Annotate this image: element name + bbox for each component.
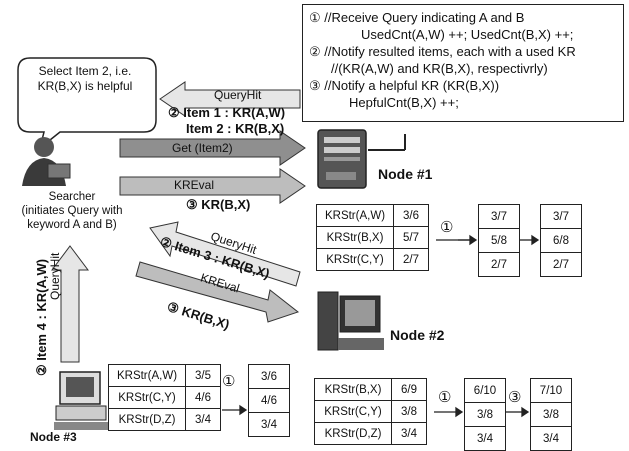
- node2-label: Node #2: [390, 327, 444, 343]
- node1-label: Node #1: [378, 166, 432, 182]
- table-cell: 6/10: [465, 379, 506, 403]
- node1-krstr-table: KRStr(A,W)3/6 KRStr(B,X)5/7 KRStr(C,Y)2/…: [316, 204, 429, 271]
- table-cell: 3/8: [392, 401, 427, 423]
- table-cell: 3/4: [392, 423, 427, 445]
- kreval-label-1: KREval: [174, 178, 214, 192]
- table-cell: 2/7: [394, 249, 429, 271]
- table-row: KRStr(D,Z)3/4: [109, 409, 221, 431]
- table-cell: KRStr(D,Z): [315, 423, 392, 445]
- table-cell: KRStr(A,W): [109, 365, 186, 387]
- table-cell: 6/9: [392, 379, 427, 401]
- table-cell: 4/6: [186, 387, 221, 409]
- table-cell: 3/8: [465, 403, 506, 427]
- queryhit-label-3: QueryHit: [48, 253, 62, 300]
- table-row: KRStr(C,Y)4/6: [109, 387, 221, 409]
- bubble-line-1: Select Item 2, i.e.: [20, 64, 150, 79]
- node3-arrows: [222, 406, 246, 414]
- table-cell: 2/7: [541, 253, 582, 277]
- searcher-line-3: keyword A and B): [2, 218, 142, 232]
- node1-after-step3-table: 3/7 6/8 2/7: [540, 204, 582, 277]
- table-cell: 3/4: [465, 427, 506, 451]
- bubble-line-2: KR(B,X) is helpful: [20, 79, 150, 94]
- table-cell: KRStr(B,X): [315, 379, 392, 401]
- node3-after-step1-table: 3/6 4/6 3/4: [248, 364, 290, 437]
- table-cell: 2/7: [479, 253, 520, 277]
- table-row: KRStr(B,X)5/7: [317, 227, 429, 249]
- table-cell: 6/8: [541, 229, 582, 253]
- item1-label: ② Item 1 : KR(A,W): [168, 105, 285, 121]
- table-row: KRStr(C,Y)2/7: [317, 249, 429, 271]
- krbx-label-1: ③ KR(B,X): [186, 197, 250, 213]
- table-cell: 3/6: [249, 365, 290, 389]
- table-row: KRStr(B,X)6/9: [315, 379, 427, 401]
- table-cell: KRStr(A,W): [317, 205, 394, 227]
- queryhit-label-1: QueryHit: [214, 88, 261, 102]
- table-cell: KRStr(C,Y): [109, 387, 186, 409]
- step1-marker-node2: ①: [438, 388, 451, 406]
- searcher-caption: Searcher (initiates Query with keyword A…: [2, 190, 142, 232]
- node3-label: Node #3: [30, 430, 77, 444]
- table-row: KRStr(A,W)3/6: [317, 205, 429, 227]
- item2-label: Item 2 : KR(B,X): [186, 121, 284, 136]
- node2-krstr-table: KRStr(B,X)6/9 KRStr(C,Y)3/8 KRStr(D,Z)3/…: [314, 378, 427, 445]
- searcher-icon: [22, 137, 70, 186]
- table-cell: 3/4: [186, 409, 221, 431]
- callout-line-1: ① //Receive Query indicating A and B: [309, 9, 617, 26]
- node2-after-step3-table: 7/10 3/8 3/4: [530, 378, 572, 451]
- table-cell: 3/7: [479, 205, 520, 229]
- step3-marker-node2: ③: [508, 388, 521, 406]
- protocol-callout: ① //Receive Query indicating A and B Use…: [302, 4, 624, 122]
- table-cell: 3/5: [186, 365, 221, 387]
- node3-krstr-table: KRStr(A,W)3/5 KRStr(C,Y)4/6 KRStr(D,Z)3/…: [108, 364, 221, 431]
- searcher-title: Searcher: [2, 190, 142, 204]
- callout-line-2: UsedCnt(A,W) ++; UsedCnt(B,X) ++;: [309, 26, 617, 43]
- node2-computer-icon: [318, 292, 384, 350]
- table-cell: 3/7: [541, 205, 582, 229]
- table-cell: 7/10: [531, 379, 572, 403]
- table-cell: 4/6: [249, 389, 290, 413]
- table-row: KRStr(C,Y)3/8: [315, 401, 427, 423]
- step1-marker-node3: ①: [222, 372, 235, 390]
- callout-line-6: HepfulCnt(B,X) ++;: [309, 94, 617, 111]
- callout-line-5: ③ //Notify a helpful KR (KR(B,X)): [309, 77, 617, 94]
- node1-computer-icon: [318, 130, 366, 188]
- table-cell: 3/4: [531, 427, 572, 451]
- get-label: Get (Item2): [172, 141, 233, 155]
- table-cell: 5/8: [479, 229, 520, 253]
- table-cell: 5/7: [394, 227, 429, 249]
- node3-computer-icon: [54, 372, 108, 430]
- table-cell: KRStr(C,Y): [317, 249, 394, 271]
- callout-line-3: ② //Notify resulted items, each with a u…: [309, 43, 617, 60]
- table-cell: KRStr(B,X): [317, 227, 394, 249]
- searcher-line-2: (initiates Query with: [2, 204, 142, 218]
- table-cell: 3/6: [394, 205, 429, 227]
- callout-line-4: //(KR(A,W) and KR(B,X), respectivrly): [309, 60, 617, 77]
- table-cell: KRStr(C,Y): [315, 401, 392, 423]
- table-row: KRStr(A,W)3/5: [109, 365, 221, 387]
- table-cell: 3/4: [249, 413, 290, 437]
- node2-after-step1-table: 6/10 3/8 3/4: [464, 378, 506, 451]
- item4-label: ② Item 4 : KR(A,W): [34, 259, 50, 376]
- node1-after-step1-table: 3/7 5/8 2/7: [478, 204, 520, 277]
- table-row: KRStr(D,Z)3/4: [315, 423, 427, 445]
- bubble-text: Select Item 2, i.e. KR(B,X) is helpful: [20, 64, 150, 94]
- table-cell: KRStr(D,Z): [109, 409, 186, 431]
- table-cell: 3/8: [531, 403, 572, 427]
- step1-marker: ①: [440, 218, 453, 236]
